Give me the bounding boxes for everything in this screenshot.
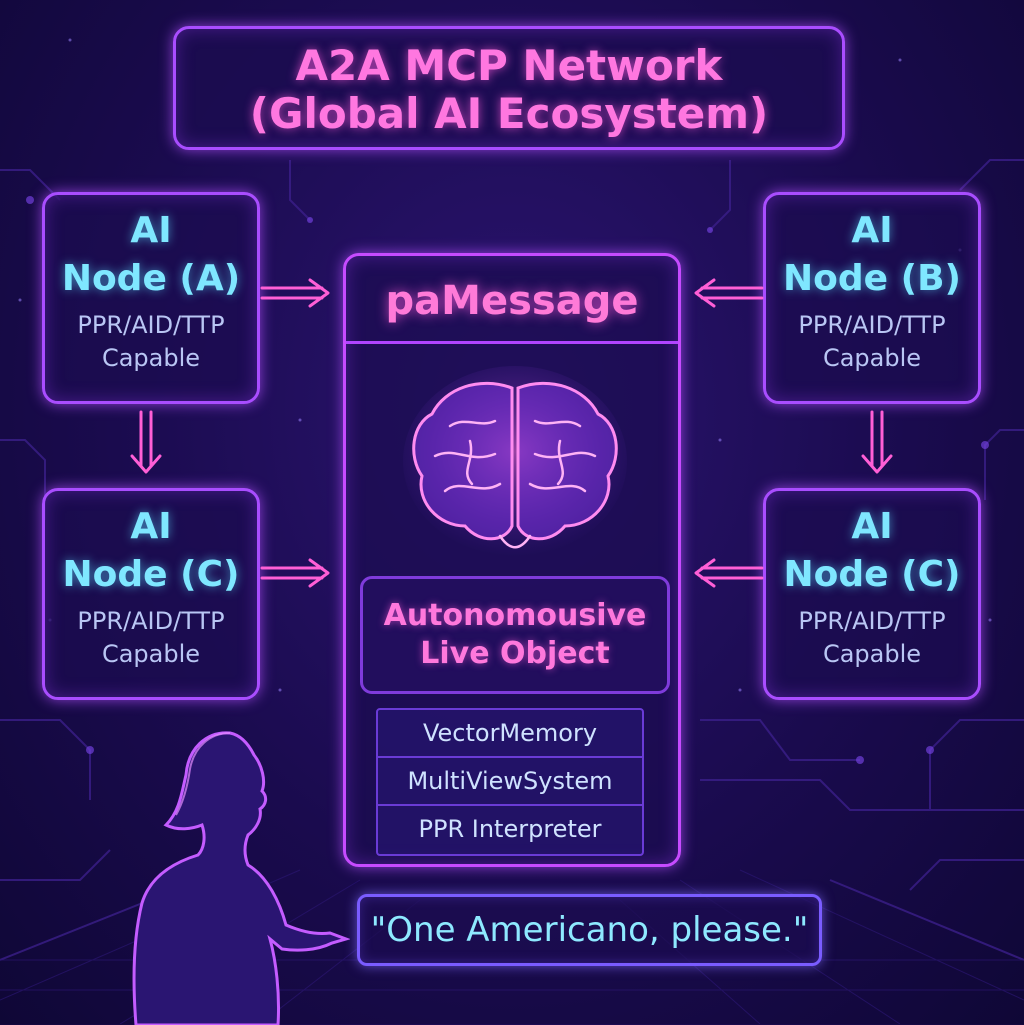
node-c-right-capabilities: PPR/AID/TTP [798, 607, 946, 635]
ai-node-a: AI Node (A) PPR/AID/TTP Capable [42, 192, 260, 404]
pamessage-panel: paMessage Autonomousive Live Object [343, 253, 681, 867]
node-c-left-name: Node (C) [62, 554, 240, 595]
brain-icon [403, 366, 627, 556]
module-vector-memory: VectorMemory [378, 710, 642, 758]
module-ppr-interpreter: PPR Interpreter [418, 815, 602, 843]
node-c-left-capable: Capable [101, 640, 201, 668]
node-b-capabilities: PPR/AID/TTP [798, 311, 946, 339]
node-b-label: AI [851, 210, 893, 251]
network-title-box: A2A MCP Network (Global AI Ecosystem) [173, 26, 845, 150]
ai-node-c-right: AI Node (C) PPR/AID/TTP Capable [763, 488, 981, 700]
node-c-right-name: Node (C) [783, 554, 961, 595]
arrow-node-c-left-to-center [260, 558, 330, 588]
node-c-left-capabilities: PPR/AID/TTP [77, 607, 225, 635]
node-c-right-label: AI [851, 506, 893, 547]
network-title: A2A MCP Network [295, 41, 723, 90]
woman-silhouette [132, 731, 350, 1025]
node-c-right-capable: Capable [822, 640, 922, 668]
live-object-line1: Autonomousive [383, 598, 647, 633]
arrow-node-b-to-center [694, 278, 764, 308]
node-c-left-label: AI [130, 506, 172, 547]
arrow-node-b-to-node-c [861, 410, 893, 474]
autonomousive-live-object: Autonomousive Live Object [360, 576, 670, 694]
pamessage-title: paMessage [385, 278, 639, 324]
node-b-name: Node (B) [783, 258, 961, 299]
node-a-label: AI [130, 210, 172, 251]
ai-node-c-left: AI Node (C) PPR/AID/TTP Capable [42, 488, 260, 700]
ai-node-b: AI Node (B) PPR/AID/TTP Capable [763, 192, 981, 404]
arrow-node-c-right-to-center [694, 558, 764, 588]
arrow-node-a-to-center [260, 278, 330, 308]
node-a-capable: Capable [101, 344, 201, 372]
node-b-capable: Capable [822, 344, 922, 372]
network-subtitle: (Global AI Ecosystem) [249, 89, 769, 138]
node-a-name: Node (A) [61, 258, 241, 299]
pamessage-divider [346, 341, 678, 344]
module-multi-view-system: MultiViewSystem [378, 758, 642, 806]
module-list: VectorMemory MultiViewSystem PPR Interpr… [376, 708, 644, 856]
live-object-line2: Live Object [420, 636, 610, 671]
node-a-capabilities: PPR/AID/TTP [77, 311, 225, 339]
speech-quote: "One Americano, please." [357, 894, 822, 966]
arrow-node-a-to-node-c [130, 410, 162, 474]
